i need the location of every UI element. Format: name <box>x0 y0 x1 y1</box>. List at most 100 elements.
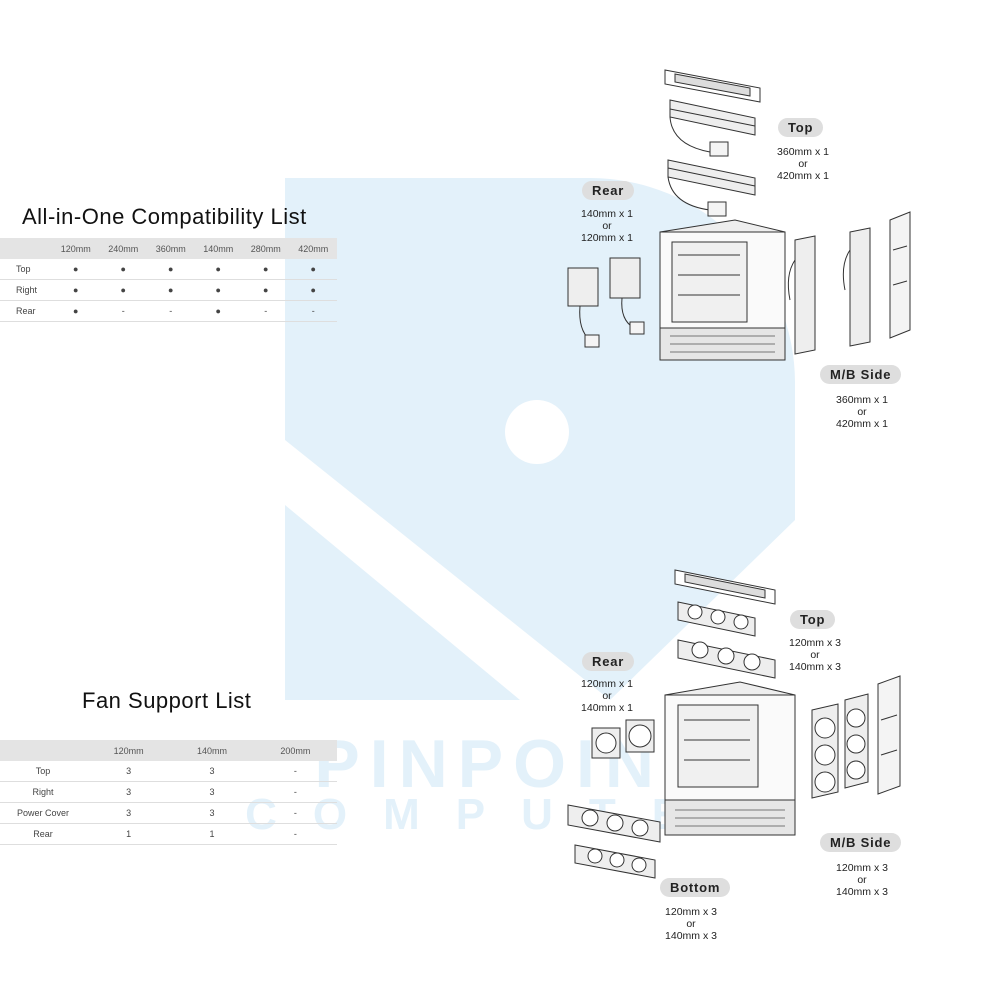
column-header: 120mm <box>52 238 100 259</box>
table-cell: ● <box>99 279 147 301</box>
spec-line: 360mm x 1 <box>836 394 888 406</box>
column-header: 200mm <box>253 740 337 761</box>
column-header: 420mm <box>289 238 337 259</box>
table-cell: ● <box>289 259 337 280</box>
column-header <box>0 740 87 761</box>
table-cell: - <box>289 300 337 322</box>
table-cell: - <box>253 823 337 845</box>
top-radiator-illustration <box>667 99 756 217</box>
table-row: Rear 1 1 - <box>0 823 337 845</box>
top-filter-illustration <box>674 569 776 605</box>
table-cell: ● <box>242 259 290 280</box>
fan-rear-label: Rear <box>582 652 635 671</box>
case-illustration <box>659 219 786 361</box>
table-row: Right ● ● ● ● ● ● <box>0 279 337 301</box>
column-header: 120mm <box>87 740 171 761</box>
table-row: Rear ● - - ● - - <box>0 300 337 322</box>
fan-bottom-label: Bottom <box>660 878 731 897</box>
top-fans-illustration <box>677 601 776 679</box>
table-cell: ● <box>194 279 242 301</box>
spec-line: 140mm x 3 <box>836 886 888 898</box>
aio-rear-label: Rear <box>582 181 635 200</box>
table-cell: ● <box>147 279 195 301</box>
fan-exploded-diagram <box>567 569 901 879</box>
table-row: Top 3 3 - <box>0 761 337 782</box>
table-header-row: 120mm 140mm 200mm <box>0 740 337 761</box>
aio-compat-title: All-in-One Compatibility List <box>22 204 307 229</box>
table-cell: ● <box>289 279 337 301</box>
table-row: Top ● ● ● ● ● ● <box>0 259 337 280</box>
table-cell: - <box>147 300 195 322</box>
table-cell: - <box>253 802 337 824</box>
column-header <box>0 238 52 259</box>
fan-support-table: 120mm 140mm 200mm Top 3 3 - Right 3 3 - … <box>0 740 337 845</box>
table-cell: 3 <box>87 802 171 824</box>
table-cell: - <box>99 300 147 322</box>
spec-line: or <box>810 649 820 661</box>
row-label: Right <box>0 279 52 301</box>
aio-rear-spec: 140mm x 1 or 120mm x 1 <box>562 208 652 244</box>
table-cell: 1 <box>170 823 254 845</box>
spec-line: 420mm x 1 <box>777 170 829 182</box>
aio-side-spec: 360mm x 1 or 420mm x 1 <box>817 394 907 430</box>
side-fans-illustration <box>811 675 901 799</box>
spec-line: 360mm x 1 <box>777 146 829 158</box>
spec-line: or <box>602 220 612 232</box>
aio-top-label: Top <box>778 118 824 137</box>
fan-bottom-spec: 120mm x 3 or 140mm x 3 <box>646 906 736 942</box>
table-cell: ● <box>52 279 100 301</box>
spec-line: 120mm x 1 <box>581 678 633 690</box>
column-header: 280mm <box>242 238 290 259</box>
side-radiator-illustration <box>787 211 911 355</box>
spec-line: 120mm x 1 <box>581 232 633 244</box>
rear-fans-illustration <box>591 719 655 759</box>
spec-line: 140mm x 3 <box>665 930 717 942</box>
column-header: 240mm <box>99 238 147 259</box>
table-cell: 3 <box>87 781 171 803</box>
table-cell: ● <box>99 259 147 280</box>
spec-line: 120mm x 3 <box>789 637 841 649</box>
column-header: 360mm <box>147 238 195 259</box>
aio-top-spec: 360mm x 1 or 420mm x 1 <box>758 146 848 182</box>
table-header-row: 120mm 240mm 360mm 140mm 280mm 420mm <box>0 238 337 259</box>
spec-line: 120mm x 3 <box>836 862 888 874</box>
table-row: Right 3 3 - <box>0 781 337 803</box>
spec-line: 120mm x 3 <box>665 906 717 918</box>
table-cell: 3 <box>170 802 254 824</box>
table-cell: ● <box>52 259 100 280</box>
fan-support-title: Fan Support List <box>82 688 252 713</box>
row-label: Right <box>0 781 87 803</box>
table-cell: ● <box>147 259 195 280</box>
fan-rear-spec: 120mm x 1 or 140mm x 1 <box>562 678 652 714</box>
row-label: Power Cover <box>0 802 87 824</box>
table-cell: - <box>242 300 290 322</box>
spec-line: or <box>857 874 867 886</box>
aio-compat-table: 120mm 240mm 360mm 140mm 280mm 420mm Top … <box>0 238 337 322</box>
row-label: Rear <box>0 300 52 322</box>
case-illustration <box>664 681 796 836</box>
rear-radiator-illustration <box>567 257 645 348</box>
spec-line: 140mm x 1 <box>581 702 633 714</box>
table-row: Power Cover 3 3 - <box>0 802 337 824</box>
table-cell: 3 <box>170 781 254 803</box>
table-cell: 1 <box>87 823 171 845</box>
table-cell: 3 <box>87 761 171 782</box>
spec-line: or <box>602 690 612 702</box>
table-cell: - <box>253 761 337 782</box>
table-cell: ● <box>194 300 242 322</box>
spec-line: 140mm x 3 <box>789 661 841 673</box>
spec-line: or <box>857 406 867 418</box>
spec-line: or <box>686 918 696 930</box>
top-filter-illustration <box>664 69 761 103</box>
table-cell: ● <box>194 259 242 280</box>
table-cell: - <box>253 781 337 803</box>
table-cell: ● <box>52 300 100 322</box>
table-cell: ● <box>242 279 290 301</box>
row-label: Top <box>0 761 87 782</box>
fan-top-label: Top <box>790 610 836 629</box>
column-header: 140mm <box>194 238 242 259</box>
fan-side-spec: 120mm x 3 or 140mm x 3 <box>817 862 907 898</box>
row-label: Top <box>0 259 52 280</box>
fan-side-label: M/B Side <box>820 833 902 852</box>
spec-line: 140mm x 1 <box>581 208 633 220</box>
